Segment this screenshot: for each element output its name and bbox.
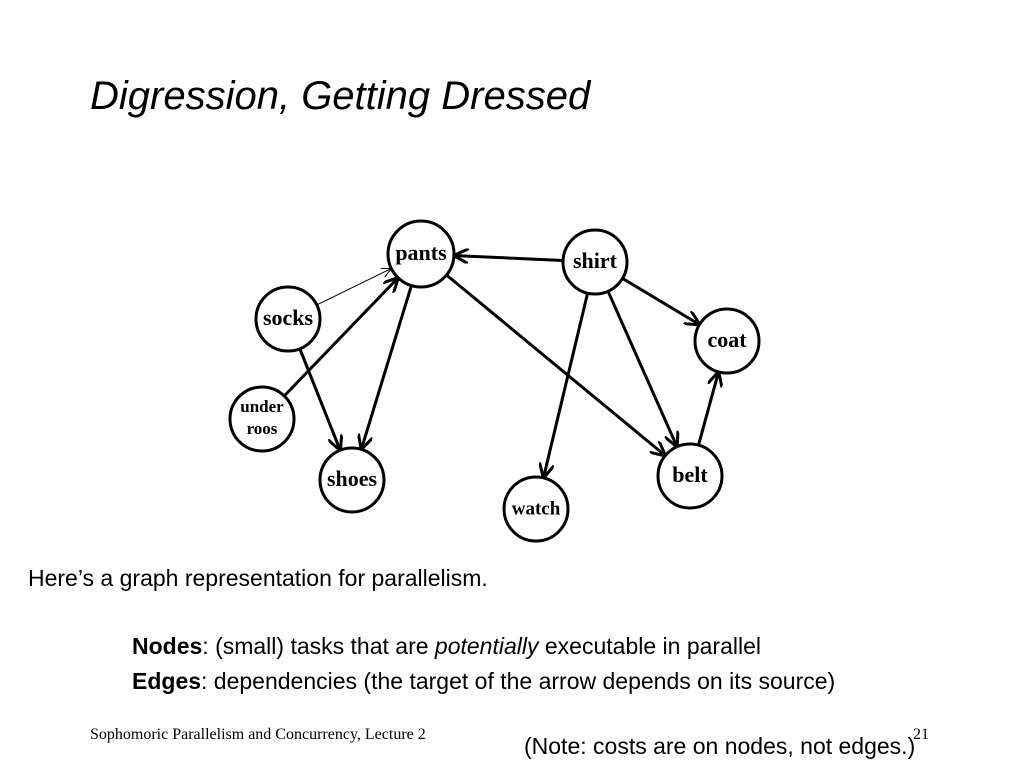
edge-pants-to-belt	[445, 273, 665, 455]
footer-course: Sophomoric Parallelism and Concurrency, …	[90, 726, 426, 743]
edges-term: Edges	[132, 668, 202, 694]
nodes-def-emphasis: potentially	[434, 633, 539, 659]
nodes-definition: Nodes: (small) tasks that are potentiall…	[132, 633, 761, 660]
node-socks: socks	[254, 285, 322, 353]
edges-def: : dependencies (the target of the arrow …	[201, 668, 836, 694]
node-label-socks: socks	[263, 305, 314, 330]
edge-shirt-to-pants	[455, 256, 564, 261]
node-circle-watch	[502, 475, 570, 543]
node-pants: pants	[386, 219, 456, 289]
node-label-pants: pants	[395, 240, 447, 265]
node-circle-socks	[254, 285, 322, 353]
node-circle-shoes	[318, 446, 386, 514]
nodes-def-a: : (small) tasks that are	[202, 633, 435, 659]
node-circle-pants	[386, 219, 456, 289]
nodes-term: Nodes	[132, 633, 203, 659]
slide-title: Digression, Getting Dressed	[90, 74, 591, 118]
edges-definition: Edges: dependencies (the target of the a…	[132, 668, 835, 695]
edge-shirt-to-coat	[621, 277, 699, 324]
nodes-def-b: executable in parallel	[538, 633, 761, 659]
edge-pants-to-shoes	[362, 285, 413, 449]
intro-text: Here’s a graph representation for parall…	[28, 565, 488, 591]
edges-layer	[283, 256, 719, 477]
edge-belt-to-coat	[697, 373, 719, 446]
node-belt: belt	[656, 442, 724, 510]
note-text: (Note: costs are on nodes, not edges.)	[524, 733, 916, 759]
node-circle-underroos	[228, 385, 296, 453]
node-coat: coat	[693, 307, 761, 375]
node-label-shoes: shoes	[327, 466, 378, 491]
node-label-coat: coat	[707, 327, 747, 352]
node-shoes: shoes	[318, 446, 386, 514]
edge-underroos-to-pants	[283, 279, 397, 398]
edge-socks-to-shoes	[298, 348, 340, 450]
node-circle-belt	[656, 442, 724, 510]
edge-shirt-to-watch	[544, 292, 590, 477]
edge-socks-to-pants	[316, 269, 391, 306]
node-label-watch: watch	[512, 498, 561, 519]
node-label-belt: belt	[672, 462, 708, 487]
node-circle-shirt	[561, 228, 629, 296]
node-watch: watch	[502, 475, 570, 543]
node-shirt: shirt	[561, 228, 629, 296]
page-number: 21	[913, 726, 929, 743]
node-label-shirt: shirt	[573, 248, 618, 273]
node-circle-coat	[693, 307, 761, 375]
edge-shirt-to-belt	[606, 290, 677, 446]
